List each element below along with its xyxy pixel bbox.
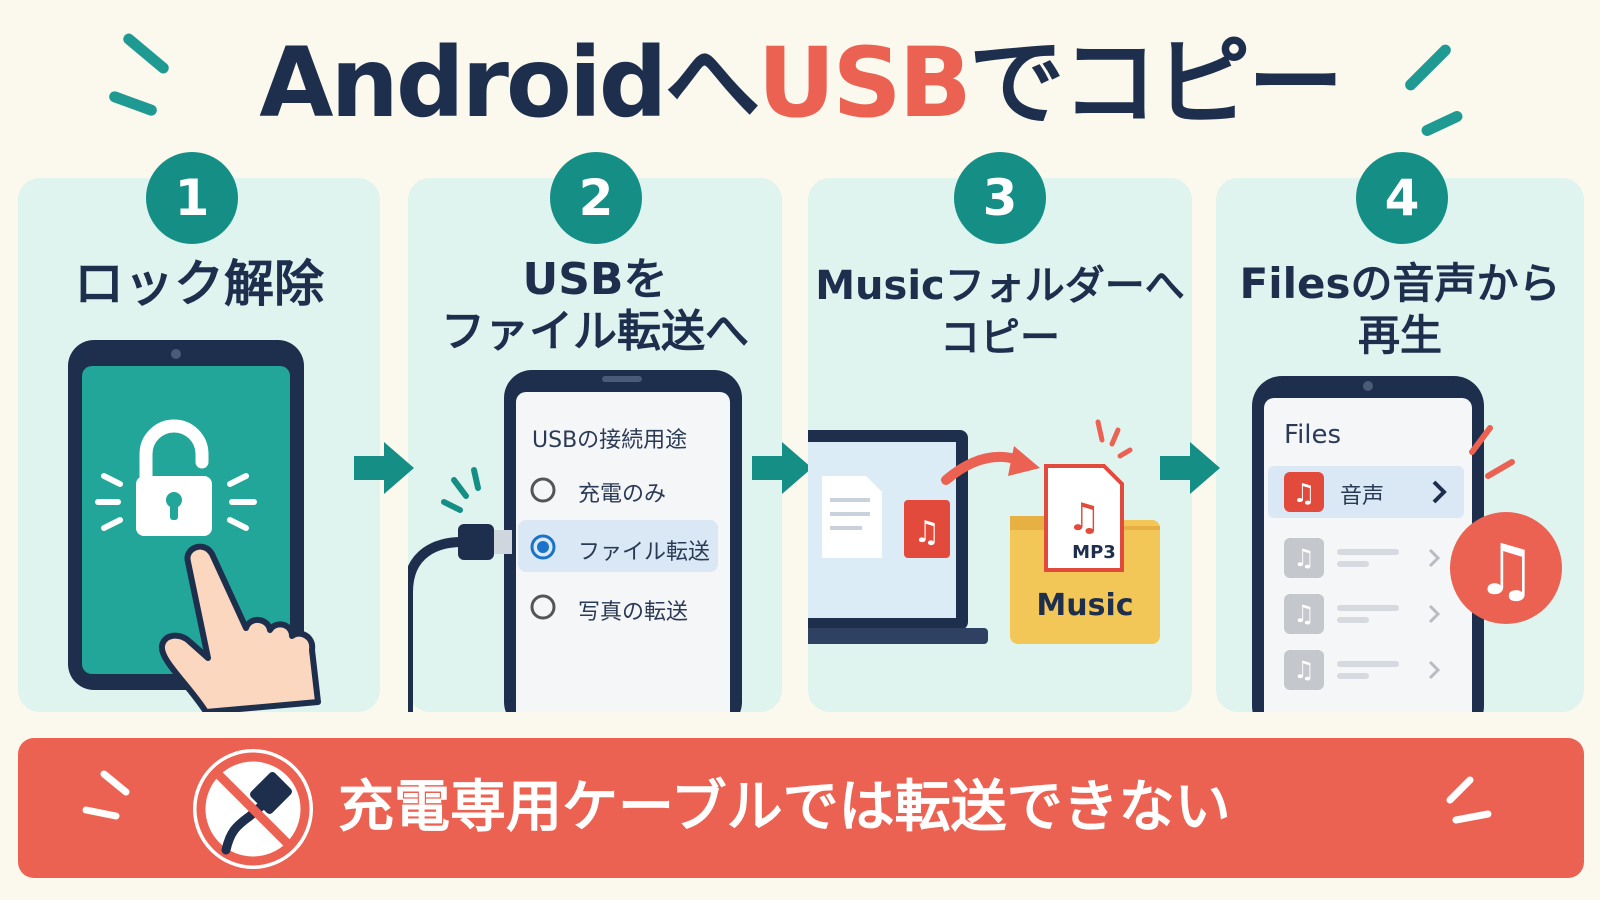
radio-charge-only [530,477,556,503]
laptop-base [808,628,988,644]
no-cable-icon [193,749,313,869]
unlocked-padlock-icon [136,419,212,536]
usb-cable [408,537,482,712]
usb-phone-illustration [408,370,742,712]
svg-text:♫: ♫ [1475,529,1538,611]
music-note-badge-icon [1450,512,1562,624]
usb-menu-title: USBの接続用途 [532,428,688,453]
usb-option-file-transfer[interactable]: ファイル転送 [578,540,711,565]
page-title: AndroidへUSBでコピー [0,18,1600,148]
step-label-1: ロック解除 [74,255,324,313]
usb-plug-icon [458,524,494,560]
unlock-phone-illustration [68,340,321,712]
files-app-illustration: ♫ ♫ ♫ ♫ ♫ [1252,376,1562,712]
svg-text:♫: ♫ [1293,600,1315,628]
radio-photo-transfer [530,594,556,620]
svg-text:♫: ♫ [1293,544,1315,572]
svg-text:♫: ♫ [1293,656,1315,684]
step-badge-3: 3 [954,152,1046,244]
title-usb: USB [757,27,972,139]
inactive-file-rows: ♫ ♫ ♫ [1284,538,1441,690]
svg-text:♫: ♫ [914,515,941,550]
mp3-file-icon [1044,464,1124,572]
step-label-4: Filesの音声から 再生 [1239,259,1561,360]
warning-text: 充電専用ケーブルでは転送できない [338,775,1231,840]
document-icon [822,476,882,558]
audio-icon [1284,472,1324,512]
title-he: へ [664,27,761,139]
music-folder-label: Music [1036,588,1134,623]
mp3-label: MP3 [1072,542,1116,563]
svg-text:♫: ♫ [1292,479,1315,509]
arrow-right-icon [354,442,414,494]
step-label-2: USBを ファイル転送へ [441,254,749,357]
title-copy: でコピー [968,27,1344,139]
arrow-right-icon [1160,442,1220,494]
step-badge-2: 2 [550,152,642,244]
music-file-icon [904,500,950,558]
arrow-right-icon [752,442,812,494]
files-app-title: Files [1284,420,1342,450]
usb-option-charge-only[interactable]: 充電のみ [578,482,667,507]
pointing-finger-icon [158,543,321,712]
radio-file-transfer [530,534,556,560]
title-android: Android [259,27,667,139]
step-badge-4: 4 [1356,152,1448,244]
files-audio-category[interactable]: 音声 [1340,484,1385,509]
step-label-3: Musicフォルダーへ コピー [815,263,1185,361]
warning-accent-dashes [1446,776,1492,824]
selected-option-highlight [518,520,718,572]
step-badge-1: 1 [146,152,238,244]
svg-text:♫: ♫ [1067,495,1101,539]
warning-accent-dashes [82,770,130,820]
copy-to-folder-illustration: ♫ ♫ [808,419,1160,644]
usb-option-photo-transfer[interactable]: 写真の転送 [578,600,689,625]
